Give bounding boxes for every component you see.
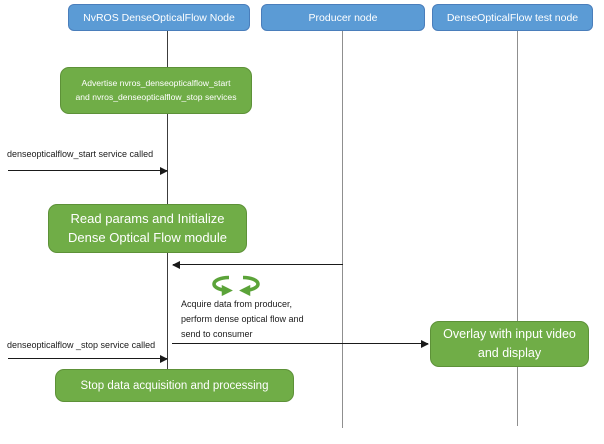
lifeline-producer-node <box>342 31 343 428</box>
lifeline-test-node <box>517 31 518 426</box>
lifeline-nvros-node <box>167 31 168 371</box>
acquire-note-line1: Acquire data from producer, <box>181 299 293 309</box>
actor-box-nvros-denseopticalflow-node: NvROS DenseOpticalFlow Node <box>68 4 250 31</box>
start-service-message-label: denseopticalflow_start service called <box>7 149 154 159</box>
overlay-line1: Overlay with input video <box>443 327 576 342</box>
send-to-consumer-arrow <box>172 339 429 348</box>
read-params-line1: Read params and Initialize <box>70 210 225 226</box>
read-params-line2: Dense Optical Flow module <box>68 229 227 245</box>
actor-label: Producer node <box>308 11 378 24</box>
advertise-services-line2: and nvros_denseopticalflow_stop services <box>75 91 237 102</box>
acquire-note-line2: perform dense optical flow and <box>181 314 304 324</box>
actor-box-producer-node: Producer node <box>261 4 425 31</box>
stop-service-message-label: denseopticalflow _stop service called <box>7 340 156 350</box>
overlay-display-box: Overlay with input video and display <box>430 321 589 367</box>
advertise-services-box: Advertise nvros_denseopticalflow_start a… <box>60 67 252 114</box>
stop-service-arrow <box>8 354 168 363</box>
actor-label: NvROS DenseOpticalFlow Node <box>83 11 235 24</box>
producer-data-arrow <box>172 260 343 269</box>
loop-arrows-icon <box>212 275 260 297</box>
acquire-note-line3: send to consumer <box>181 329 253 339</box>
read-params-box: Read params and Initialize Dense Optical… <box>48 204 247 253</box>
advertise-services-line1: Advertise nvros_denseopticalflow_start <box>81 78 231 89</box>
overlay-line2: and display <box>477 346 542 360</box>
start-service-arrow <box>8 166 168 175</box>
actor-box-denseopticalflow-test-node: DenseOpticalFlow test node <box>432 4 593 31</box>
stop-processing-box: Stop data acquisition and processing <box>55 369 294 402</box>
stop-processing-label: Stop data acquisition and processing <box>80 379 269 392</box>
actor-label: DenseOpticalFlow test node <box>446 11 579 24</box>
acquire-note: Acquire data from producer, perform dens… <box>181 297 304 342</box>
